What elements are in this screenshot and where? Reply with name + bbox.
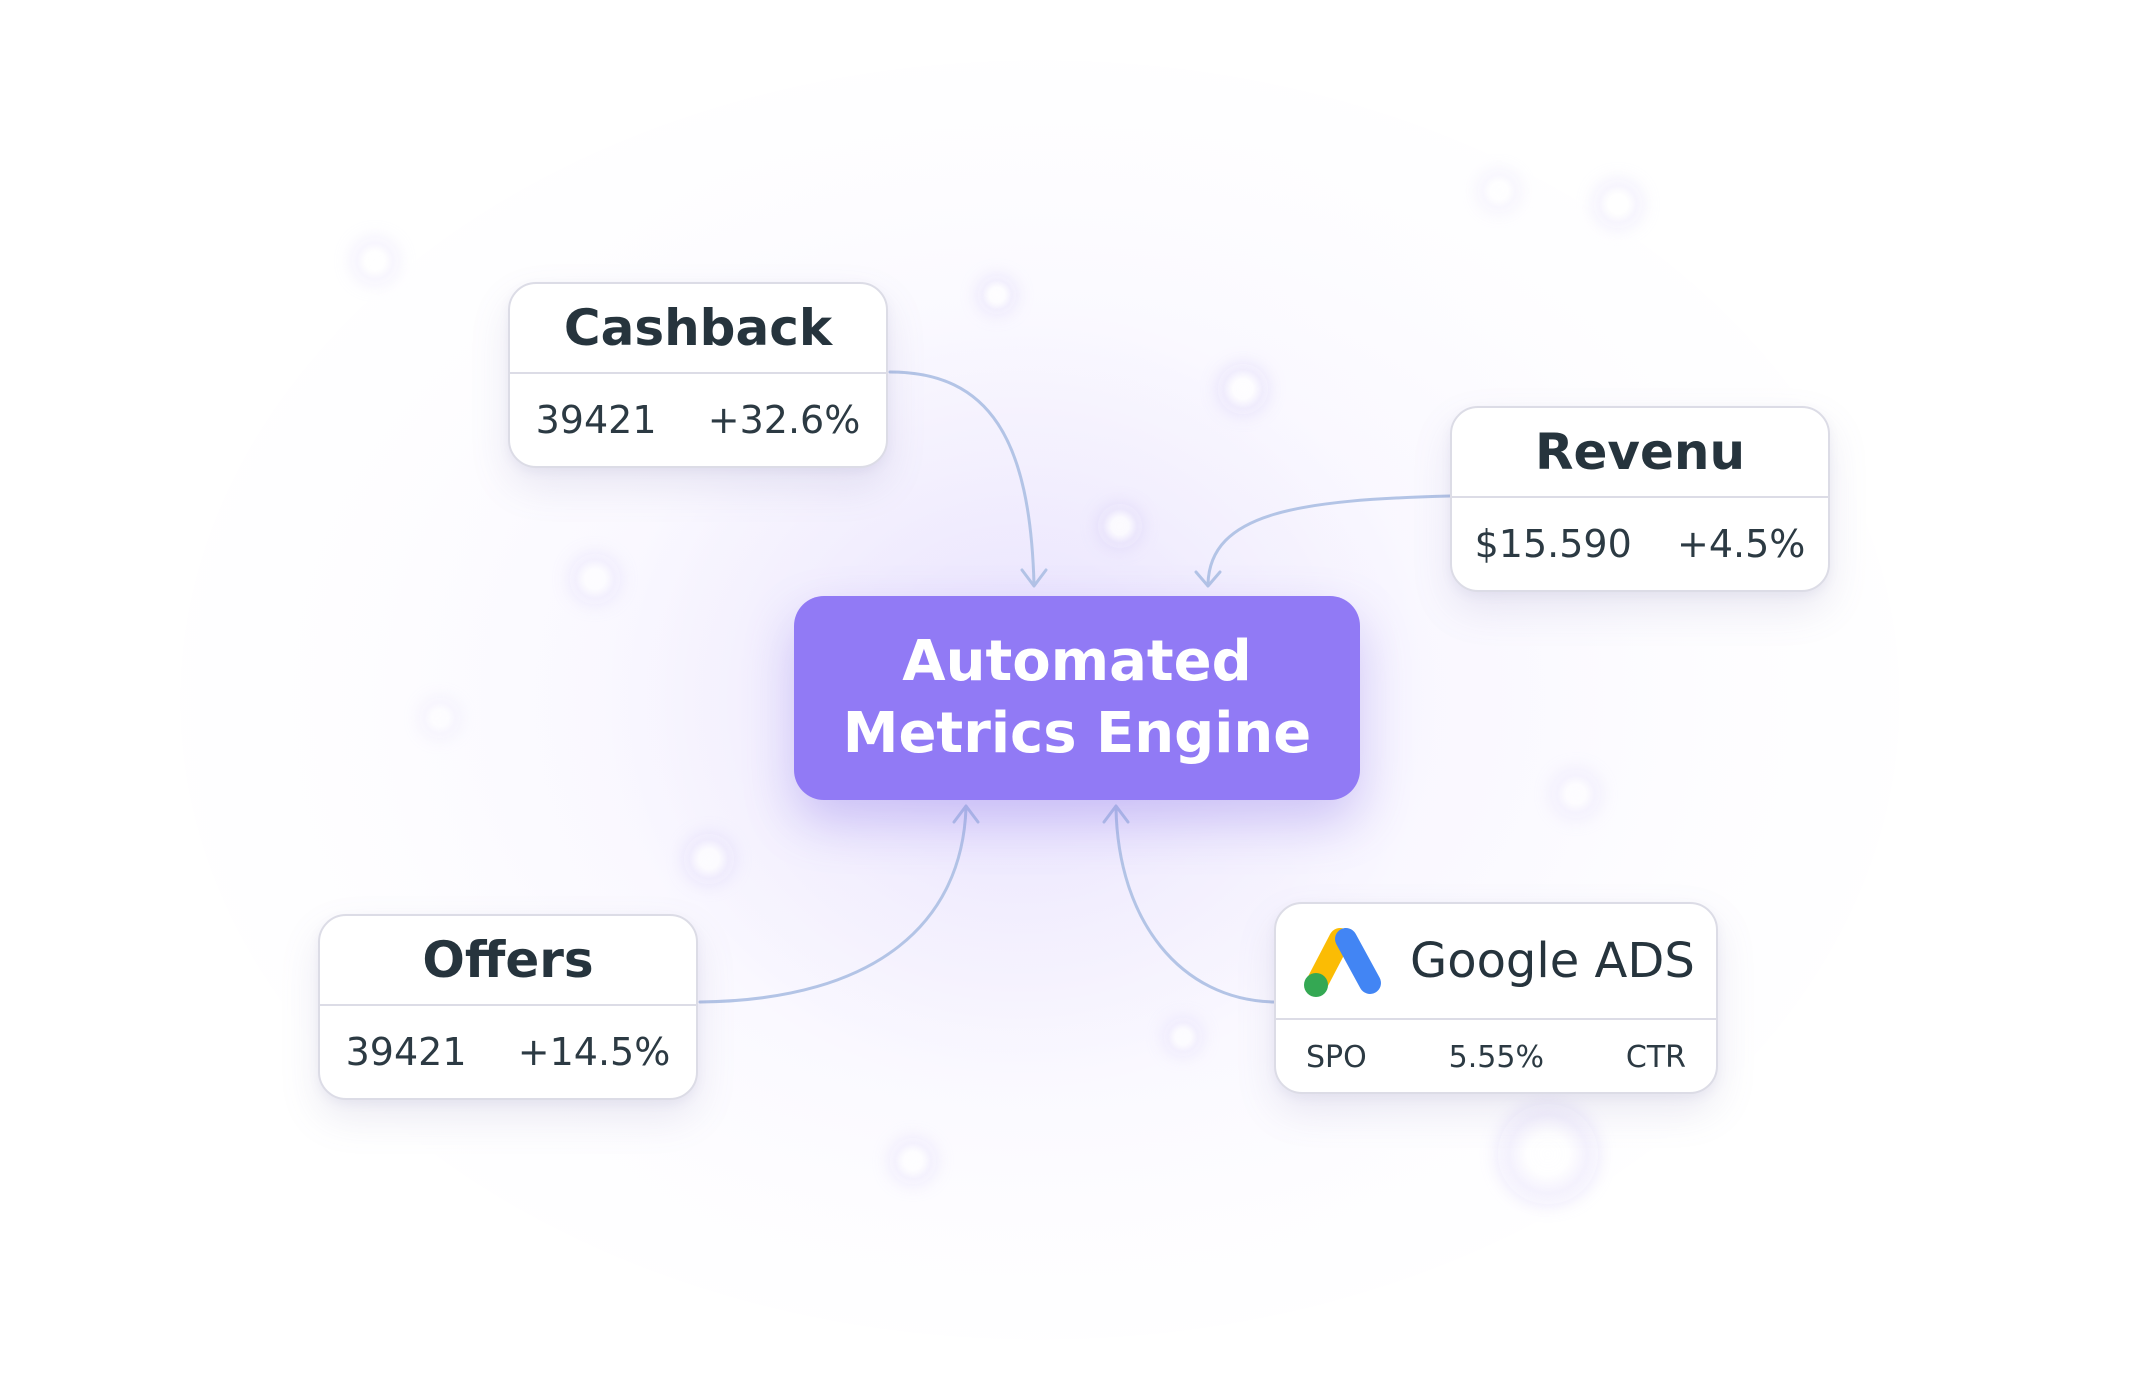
revenue-card-title: Revenu	[1452, 408, 1828, 498]
sparkle-decoration	[570, 554, 620, 604]
revenue-value: $15.590	[1474, 522, 1632, 566]
revenue-card: Revenu $15.590 +4.5%	[1450, 406, 1830, 592]
cashback-card-title: Cashback	[510, 284, 886, 374]
cashback-card: Cashback 39421 +32.6%	[508, 282, 888, 468]
cashback-card-stats: 39421 +32.6%	[510, 374, 886, 466]
sparkle-decoration	[1552, 770, 1600, 818]
google-ads-card-stats: SPO 5.55% CTR	[1276, 1020, 1716, 1092]
offers-card-title: Offers	[320, 916, 696, 1006]
sparkle-decoration	[1218, 364, 1268, 414]
connector-revenue	[1206, 494, 1452, 586]
google-ads-stat-rate: 5.55%	[1448, 1039, 1544, 1075]
arrowhead-cashback	[1020, 568, 1048, 588]
cashback-change: +32.6%	[707, 398, 861, 442]
offers-change: +14.5%	[517, 1030, 671, 1074]
google-ads-card-header: Google ADS	[1276, 904, 1716, 1020]
connector-google	[1114, 806, 1276, 1004]
google-ads-card: Google ADS SPO 5.55% CTR	[1274, 902, 1718, 1094]
arrowhead-revenue	[1194, 570, 1222, 588]
sparkle-decoration	[420, 698, 460, 738]
google-ads-logo-icon	[1304, 928, 1381, 997]
sparkle-decoration	[1098, 504, 1142, 548]
sparkle-decoration	[684, 834, 734, 884]
metrics-engine-node: Automated Metrics Engine	[794, 596, 1360, 800]
sparkle-decoration	[1498, 1104, 1598, 1204]
offers-value: 39421	[345, 1030, 467, 1074]
revenue-card-stats: $15.590 +4.5%	[1452, 498, 1828, 590]
sparkle-decoration	[890, 1138, 936, 1184]
connector-offers	[698, 806, 968, 1004]
sparkle-decoration	[1594, 180, 1642, 228]
google-ads-card-title: Google ADS	[1410, 933, 1695, 989]
offers-card-stats: 39421 +14.5%	[320, 1006, 696, 1098]
arrowhead-google	[1102, 804, 1130, 824]
sparkle-decoration	[1478, 170, 1520, 212]
arrowhead-offers	[952, 804, 980, 824]
sparkle-decoration	[352, 238, 398, 284]
sparkle-decoration	[1164, 1018, 1202, 1056]
google-ads-stat-ctr: CTR	[1625, 1039, 1686, 1075]
connector-cashback	[888, 370, 1036, 586]
sparkle-decoration	[978, 276, 1016, 314]
google-ads-stat-spo: SPO	[1306, 1039, 1367, 1075]
cashback-value: 39421	[535, 398, 657, 442]
metrics-engine-label: Automated Metrics Engine	[842, 629, 1312, 766]
revenue-change: +4.5%	[1676, 522, 1806, 566]
offers-card: Offers 39421 +14.5%	[318, 914, 698, 1100]
